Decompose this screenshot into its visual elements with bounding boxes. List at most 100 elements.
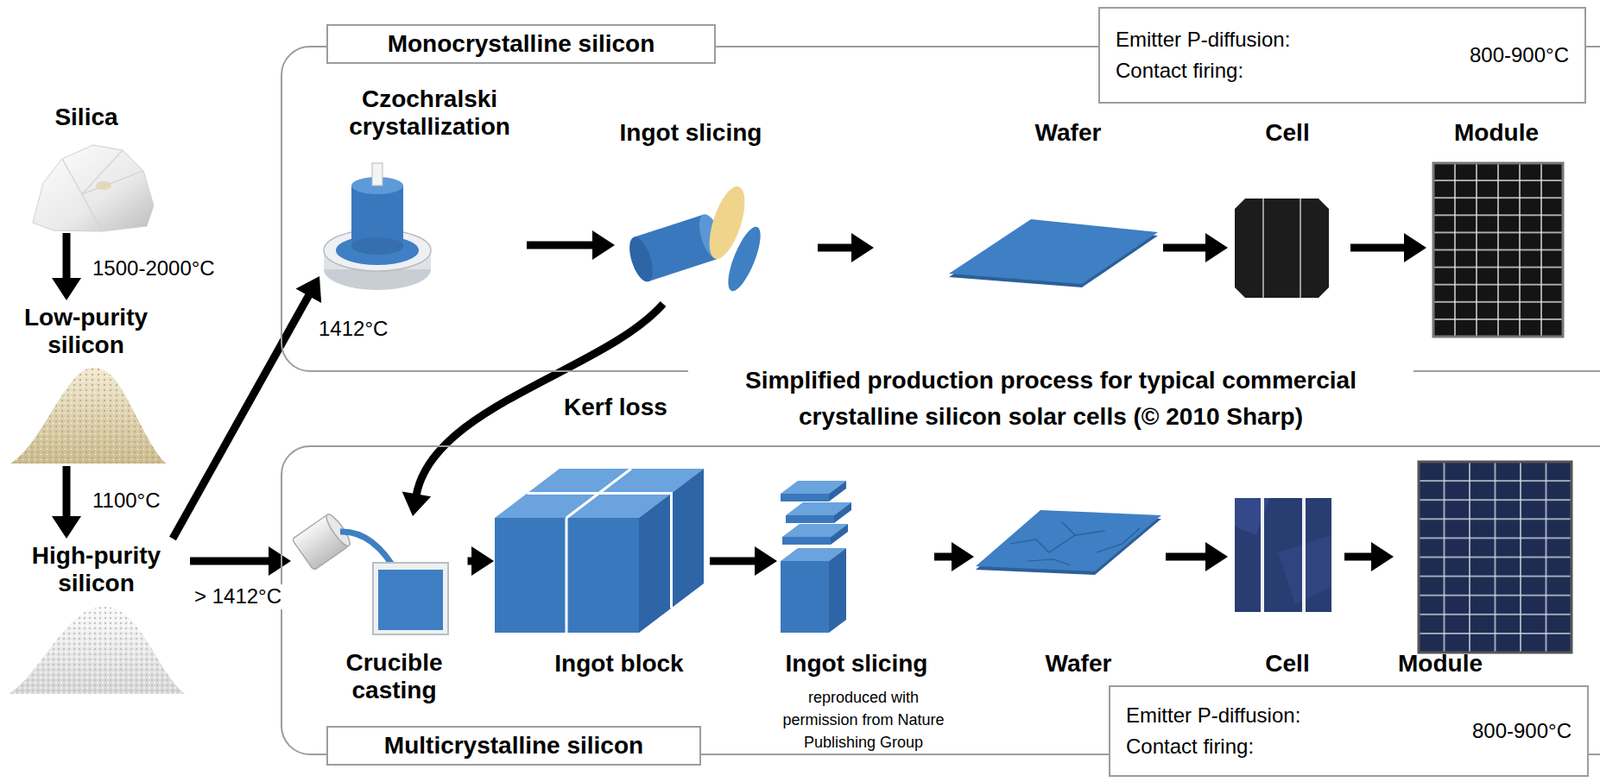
flow-arrow xyxy=(1344,542,1394,572)
busbar xyxy=(1302,498,1306,613)
step-label: Crucible casting xyxy=(325,649,464,705)
arrow-shaft xyxy=(189,557,271,566)
step-label: Ingot slicing xyxy=(784,650,929,678)
arrow-head xyxy=(1371,542,1394,572)
temperature-box: Emitter P-diffusion: Contact firing: 800-… xyxy=(1098,6,1587,104)
silicon-melt xyxy=(335,235,419,266)
step-label: Module xyxy=(1397,650,1484,678)
seed-rod xyxy=(372,163,383,186)
arrow-head xyxy=(1205,233,1228,263)
silicon-pile xyxy=(8,607,185,695)
rock-facet xyxy=(62,150,144,232)
panel-title: Multicrystalline silicon xyxy=(326,726,702,766)
step-label: Czochralski crystallization xyxy=(339,85,521,141)
step-label: Ingot slicing xyxy=(619,119,763,147)
slice-side xyxy=(828,480,847,502)
material-step: High-purity silicon xyxy=(4,538,190,696)
slice-side xyxy=(834,502,852,524)
pile-body xyxy=(10,367,166,464)
process-step: Cell xyxy=(1227,498,1345,684)
crucible xyxy=(373,562,449,635)
flow-arrow xyxy=(1350,233,1427,263)
step-label: Wafer xyxy=(1044,650,1113,678)
brick-front xyxy=(780,561,829,633)
arrow-head xyxy=(851,233,874,263)
jug-body xyxy=(291,514,349,571)
arrow-shaft xyxy=(817,244,854,253)
flow-arrow xyxy=(172,276,322,539)
material-step: Low-purity silicon xyxy=(2,300,173,467)
pile-body xyxy=(8,607,185,695)
process-step: Czochralski crystallization xyxy=(319,82,527,298)
temperature-range: 800-900°C xyxy=(1469,39,1569,71)
step-label: Cell xyxy=(1264,119,1311,147)
flow-arrow xyxy=(934,542,974,572)
process-steps: Emitter P-diffusion: Contact firing: xyxy=(1115,24,1332,87)
temperature-box: Emitter P-diffusion: Contact firing:800-… xyxy=(1108,685,1589,778)
slice-front xyxy=(785,515,835,524)
flow-arrow xyxy=(189,546,291,576)
arrow-shaft xyxy=(1350,244,1406,253)
ingot-block xyxy=(494,468,704,633)
process-step: Crucible casting xyxy=(290,516,468,720)
flow-arrow xyxy=(1165,542,1228,572)
mono-cell xyxy=(1234,198,1329,298)
slice-front xyxy=(780,493,829,502)
flow-arrow xyxy=(467,546,495,576)
edge-label: > 1412°C xyxy=(191,584,285,610)
slice-side xyxy=(830,524,848,545)
wafer-slice xyxy=(721,222,767,295)
arrow-shaft xyxy=(1163,244,1208,253)
step-label: Low-purity silicon xyxy=(6,303,166,360)
busbar xyxy=(1260,498,1265,613)
process-step: Ingot slicing xyxy=(777,463,935,684)
edge-label: 1500-2000°C xyxy=(89,256,218,282)
edge-label: 1100°C xyxy=(89,488,164,514)
sliced-brick xyxy=(780,480,852,633)
credit-note: reproduced with permission from Nature P… xyxy=(771,686,955,754)
brick-side xyxy=(828,548,847,633)
arrow-head xyxy=(471,546,494,576)
multi-module xyxy=(1418,461,1572,653)
rock-stain xyxy=(95,181,112,190)
arrow-head xyxy=(951,542,974,572)
pile-texture xyxy=(8,607,185,695)
silica-rock xyxy=(32,145,154,232)
process-step: Module xyxy=(1426,115,1578,342)
arrow-shaft xyxy=(172,294,310,539)
step-label: Cell xyxy=(1264,650,1311,678)
process-step: Ingot block xyxy=(493,467,710,684)
arrow-head xyxy=(1205,542,1228,572)
arrow-head xyxy=(268,546,291,576)
flow-arrow xyxy=(817,233,874,263)
busbar xyxy=(1299,198,1302,298)
process-step: Module xyxy=(1393,461,1578,685)
arrow-shaft xyxy=(526,241,595,250)
arrow-shaft xyxy=(63,466,71,519)
step-label: High-purity silicon xyxy=(10,542,184,598)
wafer-grains xyxy=(1010,522,1140,566)
arrow-shaft xyxy=(1344,553,1373,562)
arrow-shaft xyxy=(934,553,954,562)
cylinder-end xyxy=(625,233,658,285)
slice-front xyxy=(782,537,831,545)
arrow-head xyxy=(402,491,432,517)
crystal-body xyxy=(351,185,404,247)
step-label: Silica xyxy=(54,103,120,132)
material-step: Silica xyxy=(17,99,169,234)
mono-wafer xyxy=(948,219,1158,285)
temperature-range: 800-900°C xyxy=(1472,715,1572,747)
process-step: Wafer xyxy=(873,115,1164,293)
crystal-bottom xyxy=(351,237,404,255)
sand-pile xyxy=(10,367,166,464)
flow-arrow xyxy=(709,546,778,576)
multi-wafer xyxy=(975,510,1162,572)
arrow-head xyxy=(51,278,82,301)
arrow-head xyxy=(592,230,615,260)
arrow-head xyxy=(51,516,82,539)
flow-arrow xyxy=(526,230,615,260)
arrow-head xyxy=(295,276,322,304)
pile-texture xyxy=(10,367,166,464)
flow-arrow xyxy=(1163,233,1228,263)
arrow-head xyxy=(1403,233,1427,263)
